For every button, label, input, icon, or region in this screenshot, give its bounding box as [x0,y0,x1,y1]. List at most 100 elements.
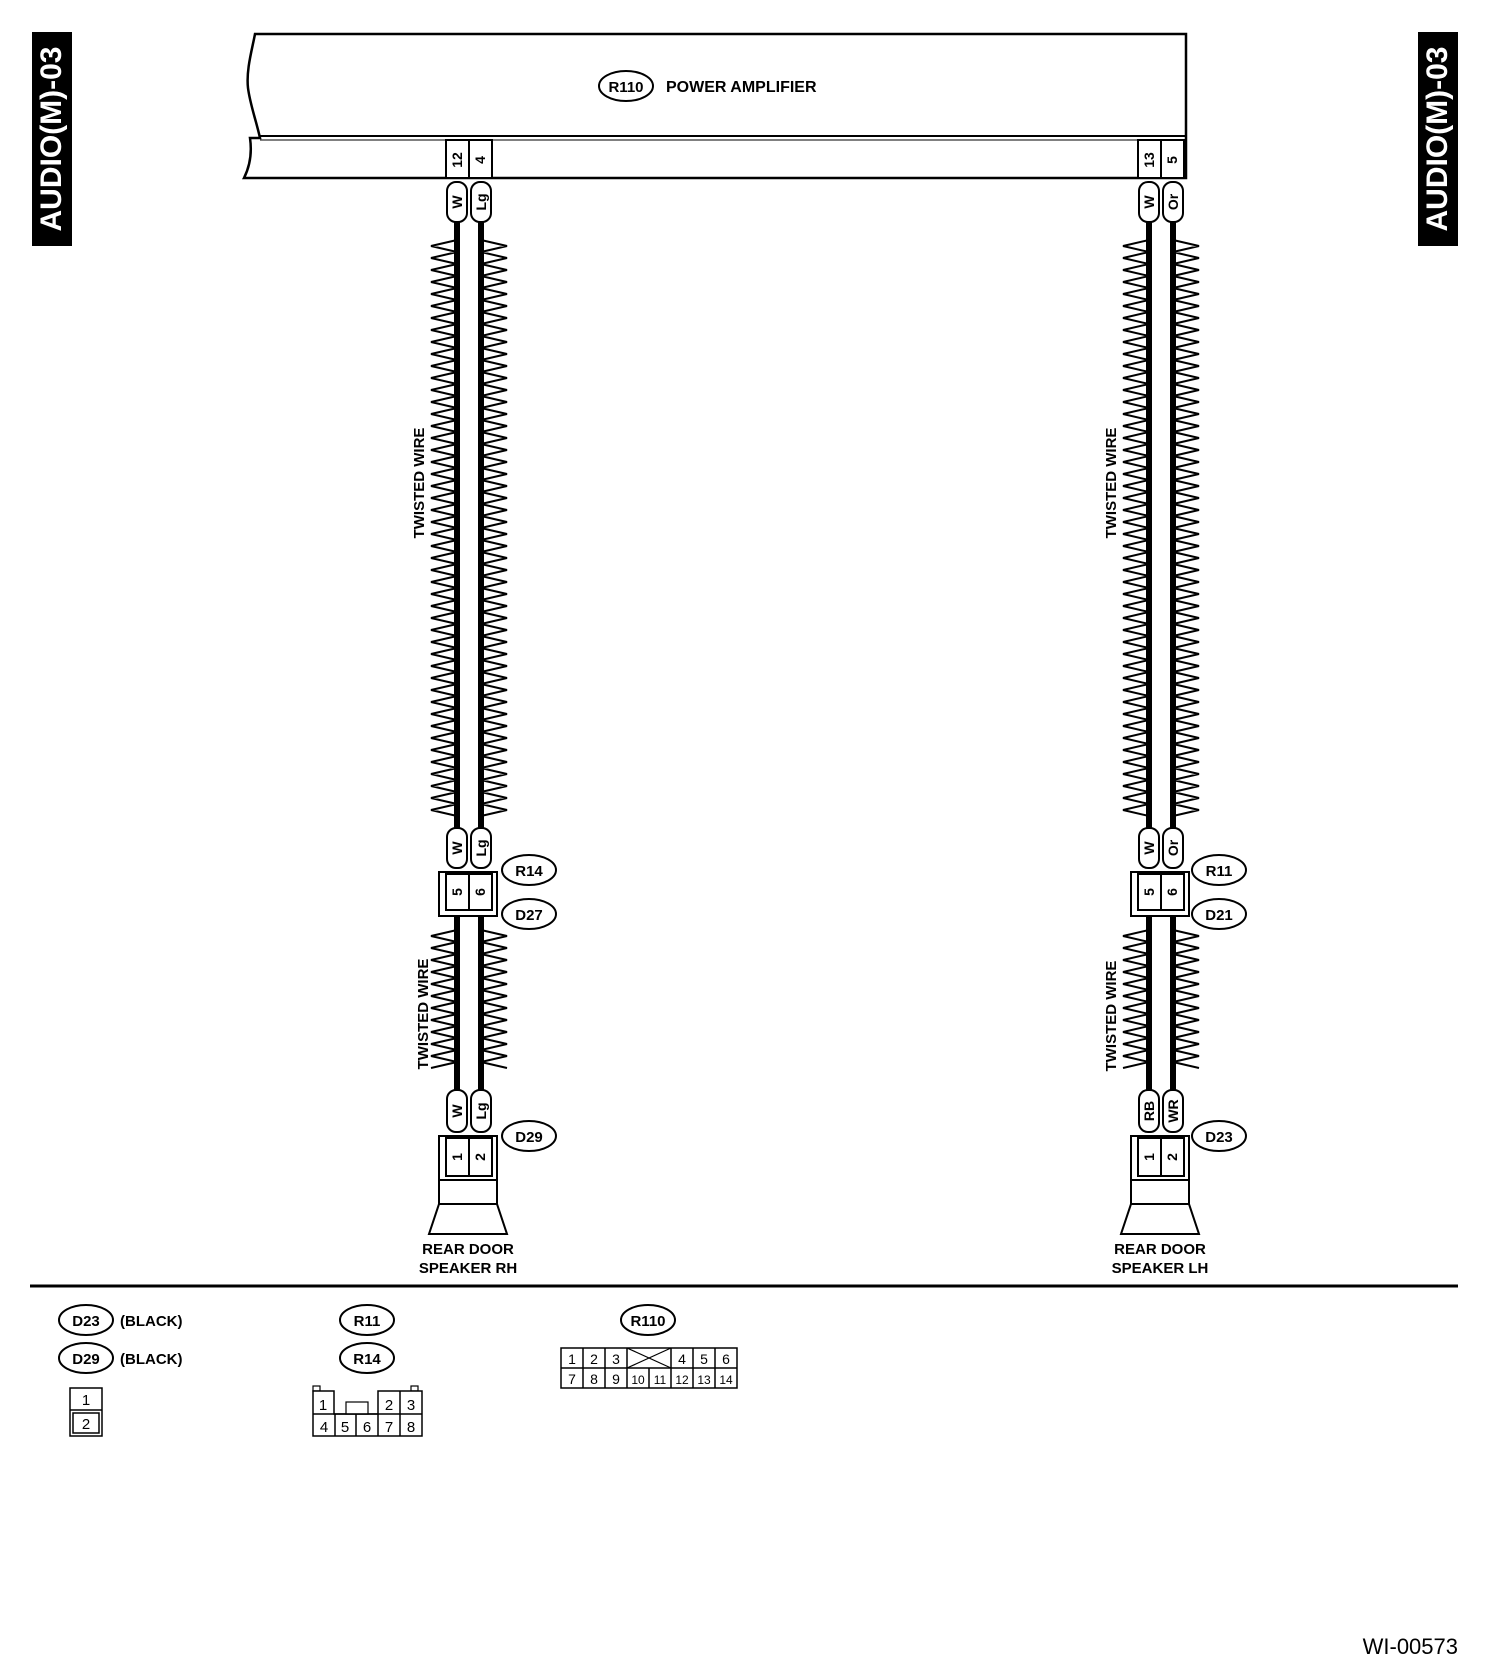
legend-r110-pin-8: 8 [590,1371,598,1387]
left-upper-twist-left [430,239,458,817]
legend-r110-pin-7: 7 [568,1371,576,1387]
amplifier-connector-label: R110 [608,79,643,96]
right-upper-twist-right [1172,239,1200,817]
right-amp-wire-color-1: W [1141,195,1157,209]
legend-r-pin-4: 4 [320,1419,328,1436]
legend-r-pin-7: 7 [385,1419,393,1436]
right-mid-pin-2: 6 [1164,888,1180,896]
legend-r110-pin-14: 14 [719,1373,733,1387]
right-speaker-label-line2: SPEAKER LH [1112,1260,1209,1277]
left-amp-pin-1: 12 [449,152,465,168]
legend-r-pin-5: 5 [341,1419,349,1436]
legend-r-pin-1: 1 [319,1397,327,1414]
right-spk-pin-2: 2 [1164,1153,1180,1161]
right-spk-wire-color-1: RB [1141,1101,1157,1121]
document-id: WI-00573 [1362,1634,1458,1659]
legend-r110-pin-3: 3 [612,1351,620,1367]
legend-r110-pin-6: 6 [722,1351,730,1367]
left-mid-wire-color-2: Lg [473,839,489,856]
right-mid-wire-color-1: W [1141,841,1157,855]
legend-r110-pin-9: 9 [612,1371,620,1387]
left-mid-pin-2: 6 [472,888,488,896]
legend-r110-pin-5: 5 [700,1351,708,1367]
right-spk-connector-badge [1191,1120,1247,1152]
legend-r110-pin-10: 10 [631,1373,645,1387]
legend-d29-label: D29 [72,1351,100,1368]
left-mid-connector-top: R14 [515,863,543,880]
right-mid-connector-bottom: D21 [1205,907,1233,924]
legend-r110-pin-2: 2 [590,1351,598,1367]
left-speaker-label-line2: SPEAKER RH [419,1260,517,1277]
left-mid-wire-color-1: W [449,841,465,855]
legend-r14-label: R14 [353,1351,381,1368]
legend-r11-label: R11 [354,1313,381,1330]
right-mid-connector-top: R11 [1206,863,1233,880]
right-amp-pin-1: 13 [1141,152,1157,168]
left-spk-pin-2: 2 [472,1153,488,1161]
legend-d23-note: (BLACK) [120,1313,182,1330]
legend-d23-label: D23 [72,1313,100,1330]
legend-r-pin-8: 8 [407,1419,415,1436]
right-speaker-magnet [1130,1179,1190,1205]
right-mid-pin-1: 5 [1141,888,1157,896]
left-mid-pin-1: 5 [449,888,465,896]
legend-r110-pin-12: 12 [675,1373,689,1387]
left-speaker-magnet [438,1179,498,1205]
right-twist-label-lower: TWISTED WIRE [1103,961,1120,1072]
left-mid-connector-bottom-badge [501,898,557,930]
left-speaker-cone [427,1203,509,1235]
left-mid-connector-top-badge [501,854,557,886]
left-spk-connector: D29 [515,1129,543,1146]
legend-r110-pin-11: 11 [654,1373,667,1387]
left-lower-twist-right [480,929,508,1069]
legend-r-connectors: R11 R14 1 2 3 4 5 6 7 8 [312,1304,423,1437]
legend-r-pin-3: 3 [407,1397,415,1414]
legend-d-pin-1: 1 [82,1392,90,1409]
right-mid-wire-color-2: Or [1165,839,1181,856]
power-amplifier-box [241,32,1188,180]
right-lower-twist-right [1172,929,1200,1069]
left-spk-wire-color-2: Lg [473,1102,489,1119]
right-speaker-label-line1: REAR DOOR [1114,1241,1206,1258]
right-spk-pin-1: 1 [1141,1153,1157,1161]
right-circuit: 13 5 W Or TWISTED WIRE W Or 5 6 R11 D21 … [1103,139,1247,1277]
amplifier-connector-badge: R110 [598,70,654,102]
left-lower-twist-left [430,929,458,1069]
left-twist-label-upper: TWISTED WIRE [411,428,428,539]
legend-r110-connector: R110 1 2 3 4 5 6 7 8 9 10 11 12 13 14 [560,1304,738,1389]
right-lower-twist-left [1122,929,1150,1069]
amplifier-name: POWER AMPLIFIER [666,79,817,96]
page-tab-right: AUDIO(M)-03 [1418,32,1458,246]
legend-d-pin-2: 2 [82,1416,90,1433]
left-amp-wire-color-1: W [449,195,465,209]
left-spk-pin-1: 1 [449,1153,465,1161]
legend-r110-pin-13: 13 [697,1373,711,1387]
left-upper-twist-right [480,239,508,817]
legend-d-connectors: D23 (BLACK) D29 (BLACK) 1 2 [58,1304,182,1437]
legend-r110-label: R110 [630,1313,665,1330]
legend-r-pin-2: 2 [385,1397,393,1414]
right-mid-connector-top-badge [1191,854,1247,886]
right-upper-twist-left [1122,239,1150,817]
page-tab-left: AUDIO(M)-03 [32,32,72,246]
legend-r110-pin-4: 4 [678,1351,686,1367]
right-amp-pin-2: 5 [1164,156,1180,164]
left-speaker-label-line1: REAR DOOR [422,1241,514,1258]
left-amp-pin-2: 4 [472,156,488,164]
right-mid-connector-bottom-badge [1191,898,1247,930]
right-amp-wire-color-2: Or [1165,193,1181,210]
left-amp-wire-color-2: Lg [473,193,489,210]
left-spk-wire-color-1: W [449,1104,465,1118]
right-speaker-cone [1119,1203,1201,1235]
right-twist-label-upper: TWISTED WIRE [1103,428,1120,539]
legend-r-pin-6: 6 [363,1419,371,1436]
left-circuit: 12 4 W Lg TWISTED WIRE W Lg 5 6 R14 D27 [411,139,557,1277]
right-spk-connector: D23 [1205,1129,1233,1146]
left-mid-connector-bottom: D27 [515,907,543,924]
left-twist-label-lower: TWISTED WIRE [415,959,432,1070]
legend-r110-pin-1: 1 [568,1351,576,1367]
legend-d29-note: (BLACK) [120,1351,182,1368]
right-spk-wire-color-2: WR [1165,1099,1181,1122]
left-spk-connector-badge [501,1120,557,1152]
